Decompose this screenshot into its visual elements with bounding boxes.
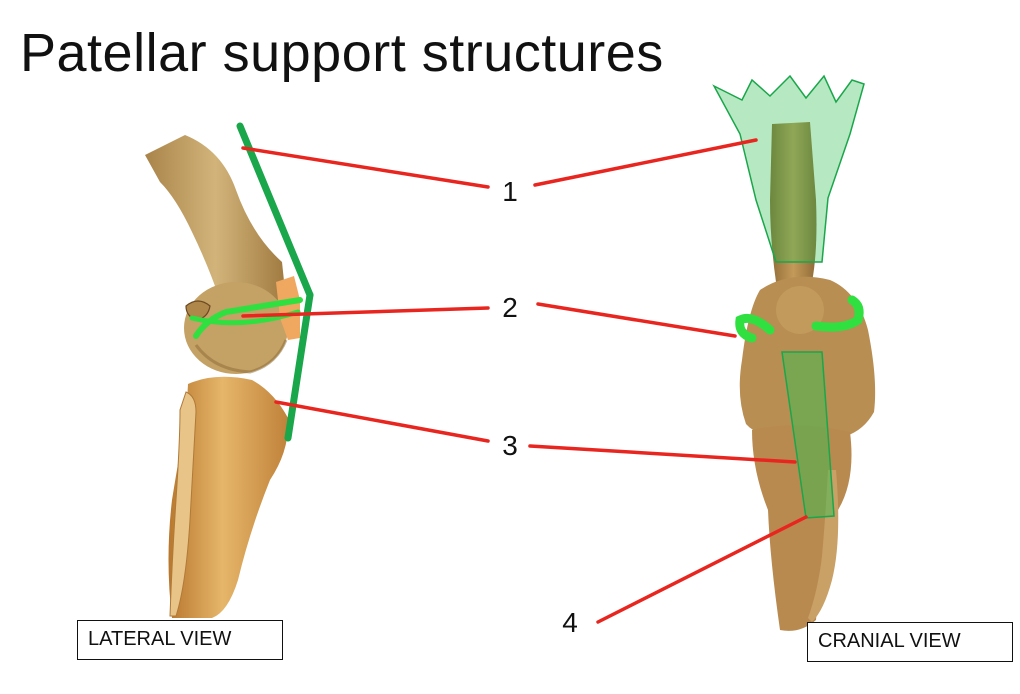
- leader-1-right: [533, 138, 758, 187]
- patella: [276, 276, 300, 340]
- quadriceps-tendon-line: [236, 122, 314, 299]
- leader-3-right: [528, 444, 797, 464]
- femoropatellar-ligament-right: [811, 295, 864, 332]
- condyle-shading: [194, 339, 288, 374]
- cranial-fibula: [808, 470, 839, 622]
- patellar-ligament-overlay: [781, 351, 835, 519]
- fibula: [169, 391, 197, 617]
- cranial-femur-shaft: [770, 122, 817, 282]
- cranial-knee-illustration: [739, 122, 876, 631]
- leader-lines: [241, 138, 808, 624]
- tibia: [168, 376, 289, 618]
- leader-3-left: [274, 400, 490, 443]
- slide-title: Patellar support structures: [20, 23, 664, 83]
- quadriceps-muscle-overlay: [712, 74, 865, 263]
- leader-1-left: [241, 146, 490, 189]
- label-4: 4: [562, 607, 578, 638]
- femoropatellar-ligament-lateral: [193, 297, 303, 339]
- patellar-ligament-line: [284, 291, 314, 442]
- fabella: [185, 300, 211, 321]
- femur-shaft: [145, 135, 286, 301]
- cranial-view-caption: CRANIAL VIEW: [807, 622, 1013, 662]
- patella-cranial: [776, 286, 824, 334]
- leader-4: [596, 515, 808, 624]
- label-2: 2: [502, 292, 518, 323]
- lateral-knee-illustration: [145, 135, 300, 618]
- femoropatellar-ligament-left: [735, 313, 775, 343]
- leader-2-right: [536, 302, 737, 338]
- label-3: 3: [502, 430, 518, 461]
- cranial-tibia: [752, 425, 852, 631]
- cranial-knee-joint: [739, 276, 876, 439]
- label-1: 1: [502, 176, 518, 207]
- lateral-view-caption: LATERAL VIEW: [77, 620, 283, 660]
- leader-2-left: [241, 306, 490, 318]
- cranial-ligaments: [712, 74, 865, 519]
